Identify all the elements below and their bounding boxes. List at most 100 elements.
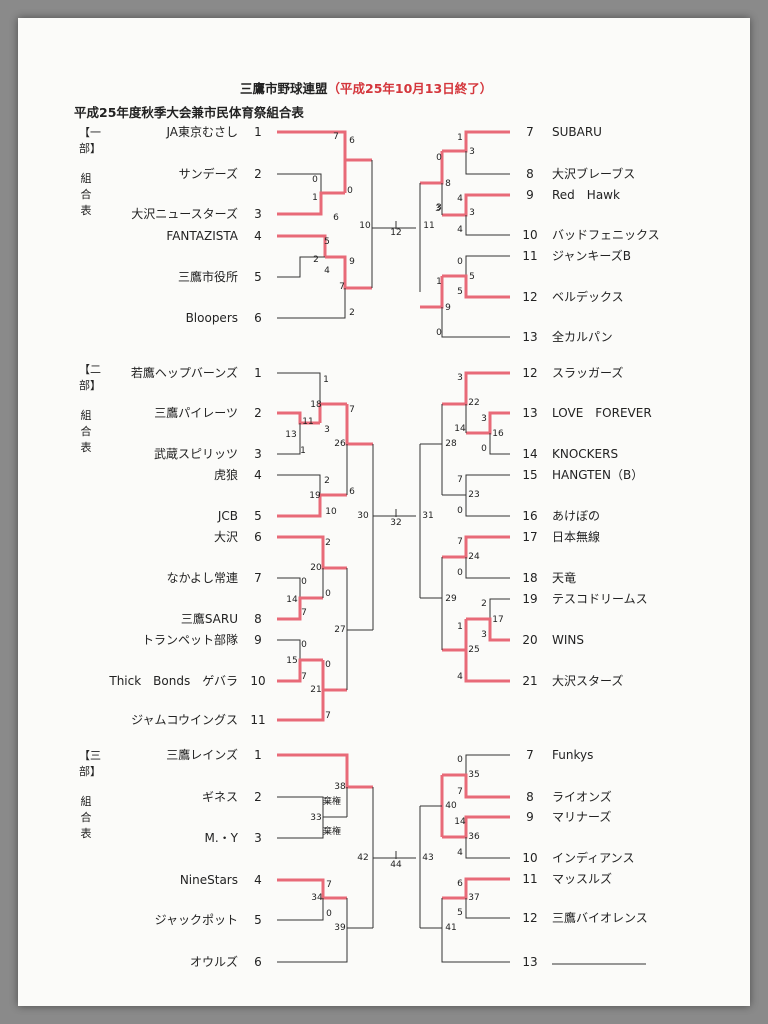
score-label: 34 [311,893,323,903]
score-label: 2 [324,476,330,486]
bracket-line [489,598,510,619]
team-seed: 5 [254,270,262,284]
score-label: 33 [310,813,322,823]
team-seed: 10 [522,228,538,242]
page-title: 三鷹市野球連盟（平成25年10月13日終了） [240,82,492,96]
team-name: 全カルパン [552,330,613,344]
score-label: 0 [347,186,353,196]
bracket-line [277,816,347,839]
winner-path [277,234,327,257]
winner-path [466,617,510,642]
score-label: 2 [313,255,319,265]
winner-path [442,130,510,153]
score-label: 36 [468,832,480,842]
team-name: Funkys [552,748,594,762]
score-label: 7 [457,787,463,797]
score-label: 4 [324,266,330,276]
bracket-line [277,474,321,495]
bracket-line [489,433,510,455]
winner-path [277,753,373,789]
score-label: 41 [445,923,457,933]
winner-path [325,255,372,290]
score-label: 7 [333,132,339,142]
bracket-line [277,639,301,660]
winner-path [277,191,345,216]
team-name: テスコドリームス [552,592,648,606]
score-label: 29 [445,594,457,604]
team-name: ギネス [201,790,238,804]
title-date: （平成25年10月13日終了） [327,81,493,96]
division-subtitle: 組合表 [80,172,92,217]
bracket-sheet: 三鷹市野球連盟（平成25年10月13日終了） 平成25年度秋季大会兼市民体育祭組… [18,18,750,1006]
score-label: 5 [324,237,330,247]
score-label: 11 [302,417,314,427]
team-seed: 17 [522,530,538,544]
title-main: 三鷹市野球連盟 [240,81,328,96]
team-name: 大沢ブレーブス [552,167,636,181]
team-seed: 18 [522,571,538,585]
score-label: 0 [312,175,318,185]
score-label: 7 [349,405,355,415]
team-name: サンデーズ [178,167,238,181]
score-label: 0 [326,909,332,919]
team-seed: 4 [254,468,262,482]
team-name: 大沢 [213,530,238,544]
team-seed: 8 [526,167,534,181]
team-name: トランペット部隊 [141,633,238,647]
winner-path [277,878,347,900]
team-seed: 10 [522,851,538,865]
team-seed: 8 [526,790,534,804]
score-label: 3 [481,630,487,640]
team-seed: 11 [522,872,538,886]
score-label: 27 [334,625,346,635]
team-name: 三鷹SARU [180,612,238,626]
bracket-line [442,494,510,517]
score-label: 18 [310,400,322,410]
score-label: 4 [457,225,463,235]
winner-path [318,402,347,423]
score-label: 8 [445,179,451,189]
team-seed: 6 [254,955,262,969]
winner-path [277,690,325,722]
team-name: ジャックポット [154,913,238,927]
team-name: 日本無線 [552,530,601,544]
team-seed: 7 [526,125,534,139]
team-seed: 8 [254,612,262,626]
winner-path [442,877,510,900]
score-label: 0 [325,660,331,670]
winner-path [442,815,510,839]
team-name: マリナーズ [552,810,612,824]
team-seed: 1 [254,125,262,139]
team-seed: 13 [522,406,538,420]
bracket-line [465,151,510,175]
score-label: 21 [310,685,322,695]
winner-path [277,130,372,162]
division-subtitle: 組合表 [80,795,92,840]
bracket-line [372,444,395,517]
team-seed: 4 [254,873,262,887]
final-score-mid: 12 [390,228,402,238]
winner-path [442,773,510,799]
score-label: 35 [468,770,480,780]
score-label: 7 [325,711,331,721]
score-label: 0 [436,328,442,338]
team-name: 天竜 [552,571,577,585]
bracket-line [441,307,510,338]
score-label: 0 [457,257,463,267]
team-seed: 12 [522,366,538,380]
team-name: WINS [552,633,584,647]
team-seed: 19 [522,592,538,606]
team-seed: 12 [522,911,538,925]
score-label: 6 [349,487,355,497]
team-name: LOVE FOREVER [552,406,652,420]
team-name: 武蔵スピリッツ [153,447,238,461]
score-label: 7 [457,537,463,547]
score-label: 9 [349,257,355,267]
score-label: 3 [436,203,442,213]
bracket-line [277,898,324,921]
team-name: M.・Y [204,831,239,845]
score-label: 3 [457,373,463,383]
bracket-line [277,796,324,817]
forfeit-label: 棄権 [322,797,341,807]
score-label: 10 [325,507,337,517]
